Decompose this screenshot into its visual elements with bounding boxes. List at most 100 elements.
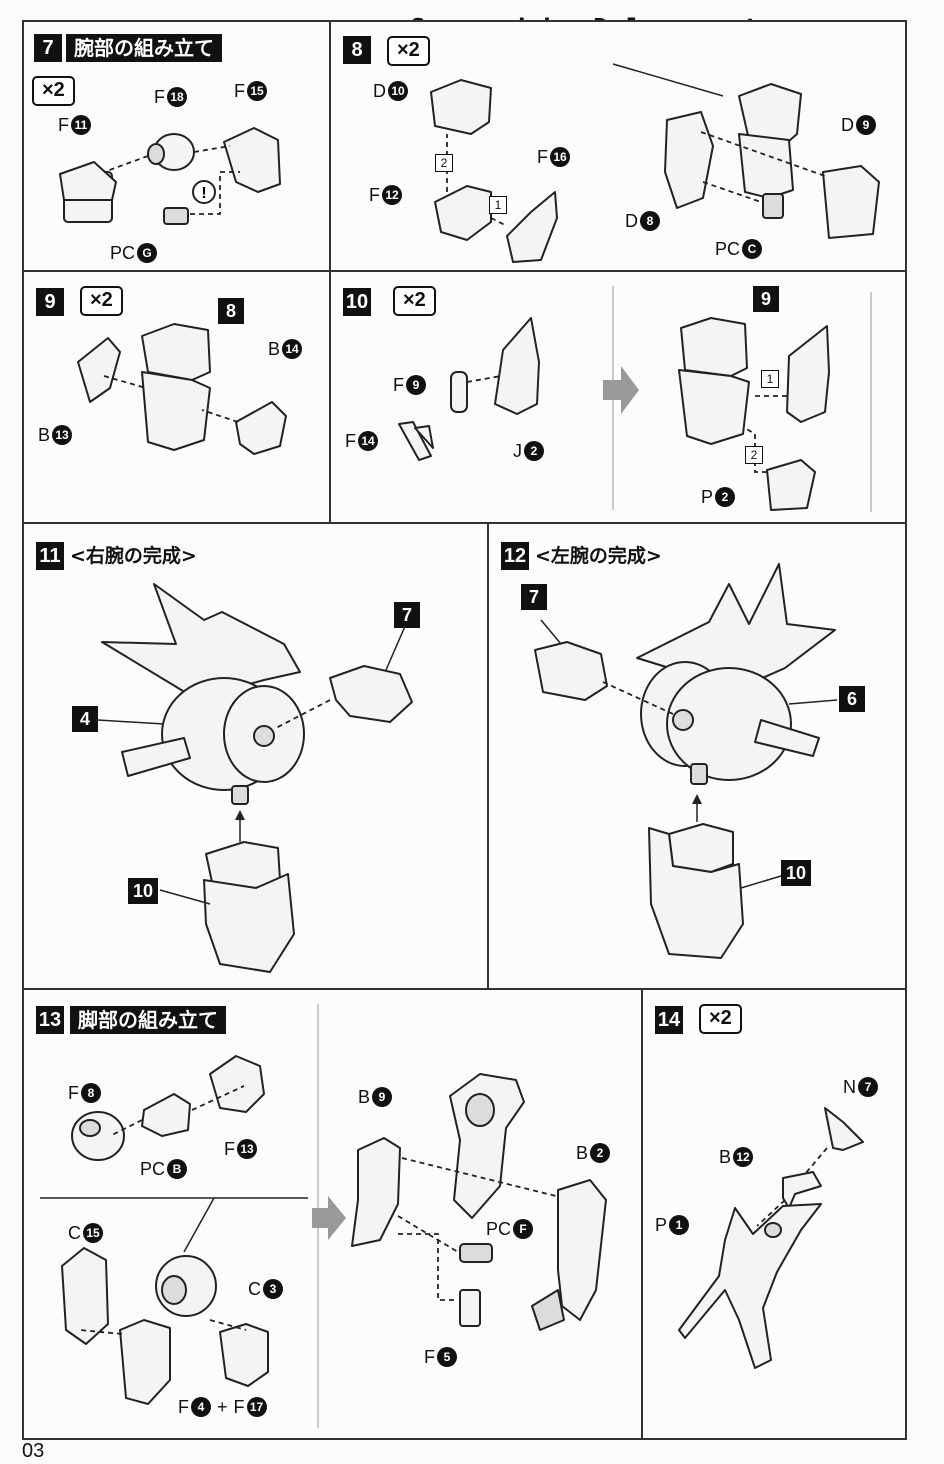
assembly-arrow <box>466 375 502 383</box>
step-8-diagram <box>430 63 880 263</box>
assembly-arrow <box>756 1199 786 1227</box>
step-number: 14 <box>655 1006 683 1034</box>
part-f16-illustration <box>506 191 558 263</box>
subassembly-ref-10: 10 <box>781 860 811 886</box>
warning-icon <box>192 180 216 204</box>
step-number: 7 <box>34 34 62 62</box>
assembly-arrow <box>201 409 239 423</box>
step-12-panel: 12 <左腕の完成> 7 6 10 <box>487 522 907 990</box>
part-pcg-illustration <box>163 207 189 225</box>
arrow-head-icon <box>235 810 245 820</box>
part-f13-illustration <box>209 1055 265 1113</box>
part-j2-illustration <box>494 317 540 415</box>
part-ball-socket <box>161 1275 187 1305</box>
assembly-arrow <box>191 1085 245 1111</box>
part-f8-illustration <box>71 1111 125 1161</box>
order-marker: 1 <box>761 370 779 388</box>
part-f11-top <box>59 161 117 201</box>
part-elbow-illustration <box>141 371 211 451</box>
subassembly-ref-10: 10 <box>128 878 158 904</box>
step-number: 12 <box>501 542 529 570</box>
assembly-arrow <box>209 1319 247 1331</box>
part-upper-arm-illustration <box>680 317 748 377</box>
part-pcb-illustration <box>141 1093 191 1137</box>
step-7-diagram: ! <box>59 127 281 225</box>
forearm-top-illustration <box>668 823 734 873</box>
step-9-diagram <box>77 323 287 455</box>
part-b14-illustration <box>235 401 287 455</box>
assembly-arrow <box>490 217 508 227</box>
step-11-panel: 11 <右腕の完成> 7 4 10 <box>22 522 489 990</box>
part-d8-illustration <box>664 111 714 209</box>
forearm-part-10-illustration <box>648 827 744 959</box>
assembly-arrow <box>193 145 231 153</box>
callout-line <box>788 699 838 705</box>
part-pcc-illustration <box>762 193 784 219</box>
assembly-arrow <box>79 1329 123 1335</box>
step-title: <右腕の完成> <box>70 545 197 567</box>
step-13-panel: 13 脚部の組み立て <box>22 988 643 1440</box>
upper-arm-part-7-illustration <box>534 641 608 701</box>
part-b2-hinge <box>531 1289 565 1331</box>
callout-line <box>97 719 165 725</box>
shoulder-disc-illustration <box>666 667 792 781</box>
step-title: 腕部の組み立て <box>66 34 222 62</box>
subassembly-ref-7: 7 <box>394 602 420 628</box>
callout-line <box>183 1197 215 1253</box>
part-f12-illustration <box>434 185 492 241</box>
quantity-badge: ×2 <box>387 36 430 66</box>
peg-illustration <box>231 785 249 805</box>
part-f14-illustration <box>398 421 432 461</box>
subassembly-ref-4: 4 <box>72 706 98 732</box>
part-upper-arm-illustration <box>141 323 211 381</box>
assembly-arrow <box>702 181 762 203</box>
order-marker: 2 <box>745 446 763 464</box>
step-14-diagram <box>678 1107 864 1369</box>
part-n7-illustration <box>824 1107 864 1151</box>
part-pcf-illustration <box>459 1243 493 1263</box>
assembly-arrow <box>397 1215 459 1253</box>
callout-line <box>612 63 724 97</box>
part-d9-illustration <box>822 165 880 239</box>
callout-line <box>540 619 562 645</box>
part-f9-illustration <box>450 371 468 413</box>
part-b12-illustration <box>782 1171 822 1209</box>
quantity-badge: ×2 <box>699 1004 742 1034</box>
step-13-diagram <box>40 1004 607 1428</box>
part-thigh-socket <box>465 1093 495 1127</box>
forearm-part-10-illustration <box>203 873 295 973</box>
part-elbow-illustration <box>678 369 750 445</box>
assembly-arrow <box>602 681 674 715</box>
step-number: 8 <box>343 36 371 64</box>
part-b2-illustration <box>557 1179 607 1321</box>
callout-line <box>385 623 407 671</box>
ball-joint-illustration <box>253 725 275 747</box>
subassembly-ref-9: 9 <box>753 286 779 312</box>
arrow-head-icon <box>692 794 702 804</box>
part-d10-illustration <box>430 79 492 135</box>
part-j2-sub <box>786 325 830 423</box>
step-title: <左腕の完成> <box>535 545 662 567</box>
part-p2-illustration <box>766 459 816 511</box>
shoulder-fin-illustration <box>754 719 820 757</box>
